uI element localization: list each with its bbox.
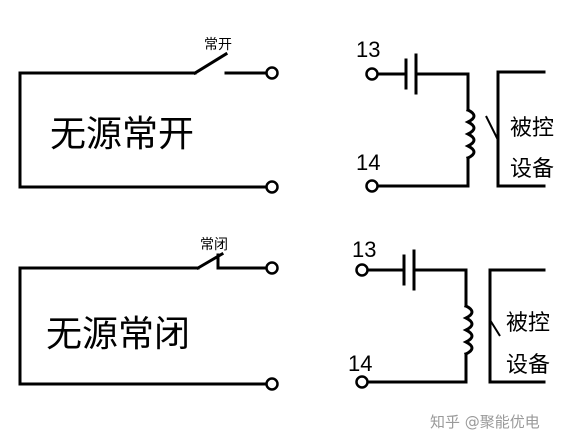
top-device-label-line1: 被控 — [510, 116, 554, 141]
top-coil-winding — [464, 107, 476, 161]
top-switch-label: 常开 — [204, 37, 232, 53]
top-left-terminal-lower — [265, 180, 279, 194]
top-left-terminal-upper — [265, 66, 279, 80]
top-open-switch-blade — [192, 51, 229, 76]
bottom-device-label-line1: 被控 — [506, 311, 550, 336]
bottom-nc-contact-circuit: 常闭 无源常闭 — [18, 237, 279, 391]
bottom-pin14-terminal — [355, 375, 369, 389]
top-no-contact-circuit: 常开 无源常开 — [18, 37, 279, 194]
bottom-device-contact-frame — [488, 268, 546, 384]
bottom-device-label-line2: 设备 — [506, 353, 550, 378]
bottom-pin13-terminal — [355, 263, 369, 277]
top-coil-upper-wire — [414, 72, 470, 112]
bottom-coil-lower-wire — [366, 352, 468, 384]
bottom-left-terminal-lower — [265, 377, 279, 391]
bottom-pin13-label: 13 — [352, 237, 376, 262]
bottom-coil-circuit: 13 14 被控 设备 — [348, 237, 550, 389]
top-pin13-terminal — [365, 67, 379, 81]
top-pin13-label: 13 — [356, 37, 380, 62]
bottom-left-loop-wire — [18, 266, 268, 386]
top-coil-circuit: 13 14 被控 设备 — [356, 37, 554, 193]
watermark: 知乎 @聚能优电 — [430, 413, 540, 431]
top-left-loop-wire — [18, 71, 268, 189]
top-pin14-label: 14 — [356, 150, 380, 175]
top-device-contact-frame — [496, 70, 546, 188]
bottom-switch-label: 常闭 — [200, 237, 228, 253]
bottom-left-terminal-upper — [265, 261, 279, 275]
bottom-coil-upper-wire — [412, 268, 468, 308]
top-device-label-line2: 设备 — [510, 157, 554, 182]
top-contact-blade — [485, 115, 499, 141]
top-pin14-terminal — [365, 179, 379, 193]
bottom-big-label: 无源常闭 — [46, 314, 190, 355]
bottom-pin14-label: 14 — [348, 351, 372, 376]
top-big-label: 无源常开 — [50, 114, 194, 155]
bottom-coil-winding — [462, 303, 474, 357]
top-coil-lower-wire — [376, 156, 470, 188]
